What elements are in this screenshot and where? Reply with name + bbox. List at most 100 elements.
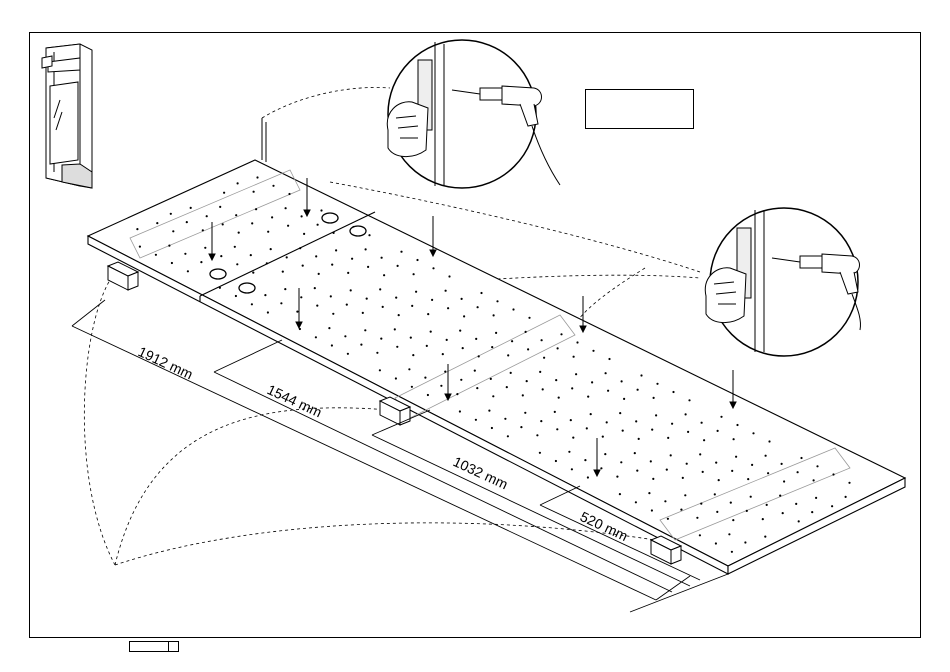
hole-dot <box>715 462 717 464</box>
hole-dot <box>382 306 384 308</box>
hole-dot <box>351 258 353 260</box>
hole-dot <box>587 476 589 478</box>
hole-dot <box>256 176 258 178</box>
hole-dot <box>427 394 429 396</box>
hole-dot <box>477 306 479 308</box>
hole-dot <box>461 298 463 300</box>
hole-dot <box>285 207 287 209</box>
hole-dot <box>222 223 224 225</box>
hole-dot <box>512 308 514 310</box>
hole-dot <box>408 368 410 370</box>
hole-dot <box>383 274 385 276</box>
hole-dot <box>656 383 658 385</box>
hole-dot <box>699 453 701 455</box>
hole-dot <box>459 330 461 332</box>
hole-dot <box>687 431 689 433</box>
detail-circle-drill-2 <box>705 208 860 356</box>
hole-dot <box>816 465 818 467</box>
hole-dot <box>543 357 545 359</box>
hole-dot <box>347 272 349 274</box>
hole-dot <box>640 374 642 376</box>
hole-dot <box>431 299 433 301</box>
hole-dot <box>442 353 444 355</box>
hole-dot <box>236 263 238 265</box>
hole-dot <box>296 311 298 313</box>
hole-dot <box>299 247 301 249</box>
hole-dot <box>411 305 413 307</box>
hole-dot <box>280 302 282 304</box>
hole-dot <box>350 289 352 291</box>
hole-dot <box>284 288 286 290</box>
hole-dot <box>672 391 674 393</box>
hole-dot <box>264 294 266 296</box>
hole-dot <box>667 518 669 520</box>
hole-dot <box>650 460 652 462</box>
hole-dot <box>332 313 334 315</box>
hole-dot <box>556 428 558 430</box>
hole-dot <box>412 354 414 356</box>
hole-dot <box>396 346 398 348</box>
hole-dot <box>600 467 602 469</box>
hole-dot <box>415 291 417 293</box>
hole-dot <box>832 473 834 475</box>
hole-dot <box>762 518 764 520</box>
hole-dot <box>526 380 528 382</box>
hole-dot <box>540 420 542 422</box>
hole-dot <box>362 312 364 314</box>
hole-dot <box>440 385 442 387</box>
hole-dot <box>347 353 349 355</box>
hand-icon <box>387 102 428 157</box>
hole-dot <box>528 317 530 319</box>
hole-dot <box>813 479 815 481</box>
hole-dot <box>542 388 544 390</box>
hole-dot <box>571 468 573 470</box>
hole-dot <box>733 438 735 440</box>
hole-dot <box>381 257 383 259</box>
hole-dot <box>333 232 335 234</box>
hole-dot <box>346 304 348 306</box>
hole-dot <box>701 422 703 424</box>
hole-dot <box>696 517 698 519</box>
hole-dot <box>511 340 513 342</box>
hole-dot <box>651 509 653 511</box>
hole-dot <box>315 336 317 338</box>
hole-dot <box>635 501 637 503</box>
hole-dot <box>764 536 766 538</box>
hole-dot <box>848 482 850 484</box>
hole-dot <box>496 300 498 302</box>
hole-dot <box>783 480 785 482</box>
hole-dot <box>507 435 509 437</box>
hole-dot <box>797 471 799 473</box>
hole-dot <box>587 396 589 398</box>
hole-dot <box>251 303 253 305</box>
hole-dot <box>220 255 222 257</box>
hole-dot <box>286 256 288 258</box>
hole-dot <box>619 493 621 495</box>
hole-dot <box>714 493 716 495</box>
hole-dot <box>366 298 368 300</box>
hole-dot <box>607 390 609 392</box>
hole-dot <box>524 412 526 414</box>
hole-dot <box>395 297 397 299</box>
hole-dot <box>301 215 303 217</box>
hole-dot <box>536 434 538 436</box>
hole-dot <box>664 500 666 502</box>
hole-dot <box>480 292 482 294</box>
hole-dot <box>686 463 688 465</box>
hole-dot <box>572 437 574 439</box>
hole-dot <box>475 419 477 421</box>
hole-dot <box>270 248 272 250</box>
hole-dot <box>400 251 402 253</box>
hole-dot <box>492 395 494 397</box>
hole-dot <box>331 264 333 266</box>
hole-dot <box>555 460 557 462</box>
hole-dot <box>539 452 541 454</box>
hole-dot <box>430 331 432 333</box>
hole-dot <box>136 228 138 230</box>
hole-dot <box>255 208 257 210</box>
hole-dot <box>682 477 684 479</box>
hole-dot <box>447 307 449 309</box>
hole-dot <box>456 393 458 395</box>
hole-dot <box>798 520 800 522</box>
